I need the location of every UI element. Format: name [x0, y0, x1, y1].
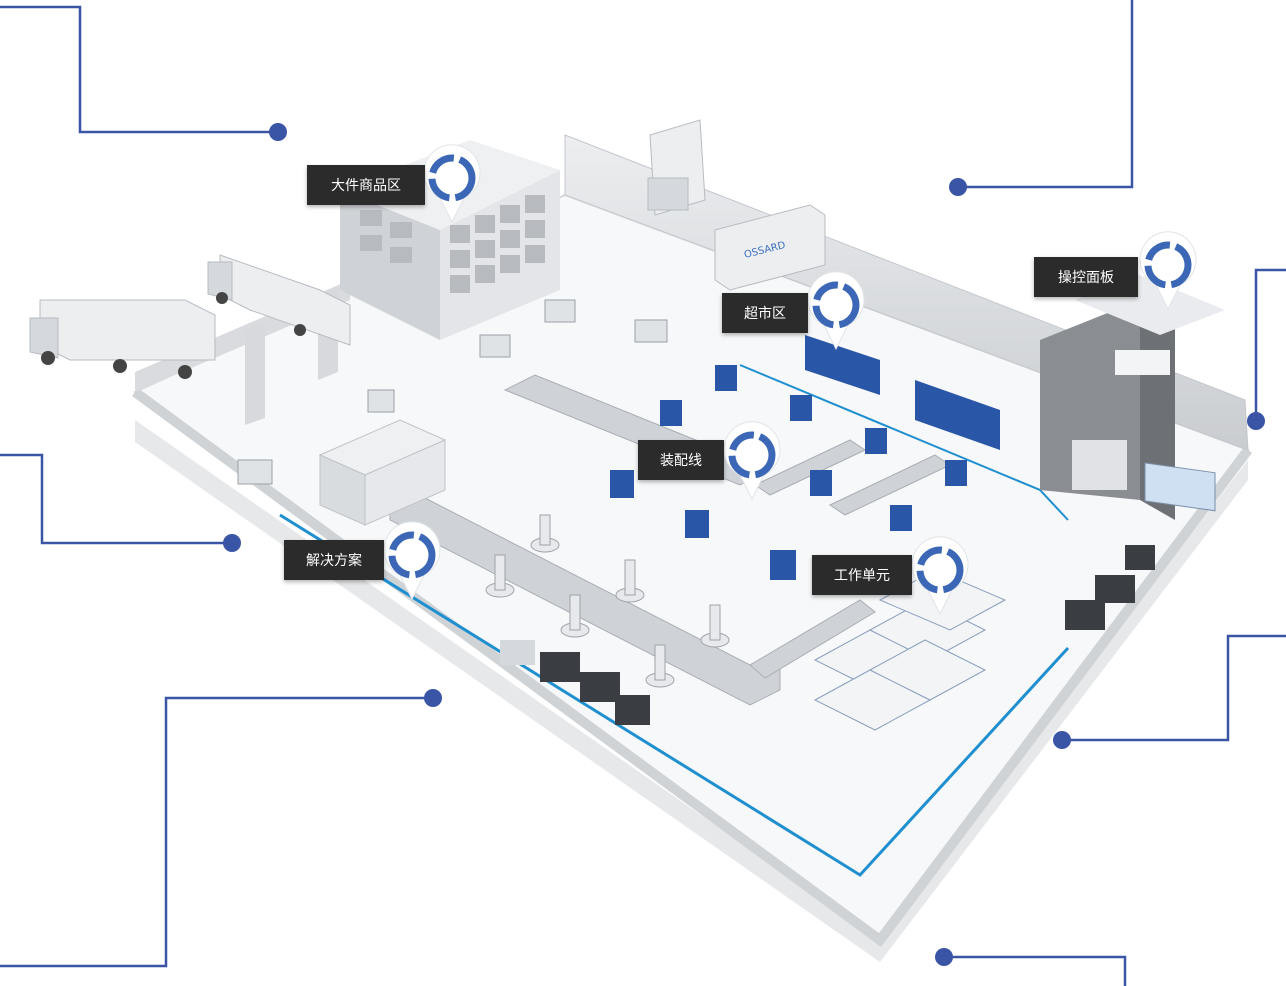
agv-small	[237, 299, 668, 485]
packing-station	[318, 419, 447, 526]
pin-work-cell	[911, 536, 969, 616]
agv-train	[500, 640, 650, 725]
pin-supermarket	[807, 271, 865, 351]
connector-bottom-right	[944, 955, 1127, 986]
label-work-cell: 工作单元	[812, 555, 912, 595]
label-solution: 解决方案	[284, 540, 384, 580]
connector-right-lower	[1062, 634, 1286, 742]
left-inner-wall	[245, 322, 265, 425]
supermarket-racks	[805, 335, 1000, 450]
control-room	[1040, 275, 1225, 520]
connector-dots	[223, 123, 1265, 966]
connector-dot	[935, 948, 953, 966]
pin-solution	[383, 521, 441, 601]
location-pins	[383, 144, 1197, 616]
connector-dot	[1247, 412, 1265, 430]
blue-bins	[610, 365, 967, 580]
pin-assembly-line	[723, 421, 781, 501]
truck-left-2	[207, 254, 351, 346]
label-control-panel: 操控面板	[1034, 257, 1138, 297]
warehouse-back	[340, 190, 440, 340]
pin-control-panel	[1139, 231, 1197, 311]
connector-dot	[223, 534, 241, 552]
truck-top-right: OSSARD	[714, 204, 826, 291]
connector-right-upper	[1254, 268, 1286, 420]
connector-dot	[269, 123, 287, 141]
truck-top	[647, 119, 706, 216]
connector-dot	[949, 178, 967, 196]
label-assembly-line: 装配线	[638, 440, 724, 480]
connector-top-left	[0, 5, 278, 134]
connector-dot	[424, 689, 442, 707]
connector-dot	[1053, 731, 1071, 749]
label-supermarket-zone: 超市区	[722, 293, 808, 333]
pin-bulk-goods	[423, 144, 481, 224]
work-cells	[813, 569, 1007, 731]
label-bulk-goods-zone: 大件商品区	[307, 165, 425, 205]
warehouse-shelves	[360, 195, 545, 293]
connector-bottom-left	[0, 696, 433, 968]
agv-right	[1065, 545, 1155, 630]
floor-guide-line	[279, 513, 1070, 877]
factory-floor-illustration: OSSARD	[29, 119, 1252, 962]
connector-left-middle	[0, 453, 232, 545]
robot-arms	[485, 514, 730, 688]
truck-left-1	[29, 299, 216, 379]
connector-top-right	[958, 0, 1134, 189]
